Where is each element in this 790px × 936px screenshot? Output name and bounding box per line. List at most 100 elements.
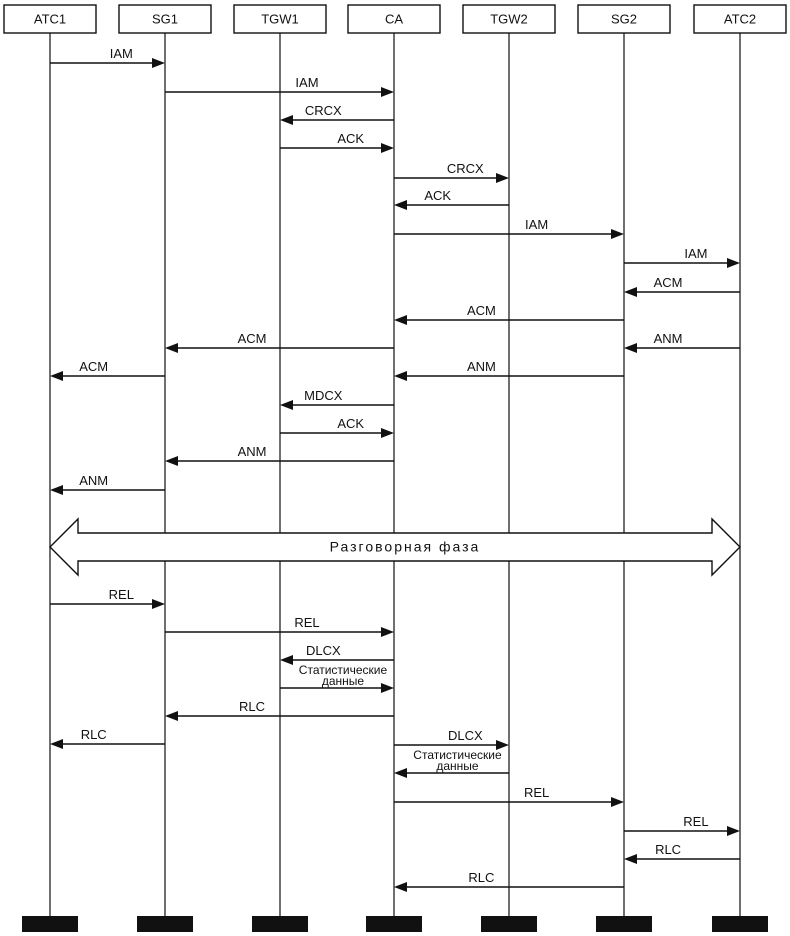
message-label: ACM	[79, 359, 108, 374]
message: IAM	[165, 75, 394, 97]
message-arrowhead	[727, 826, 740, 836]
message-arrowhead	[727, 258, 740, 268]
message: ANM	[394, 359, 624, 381]
participant-box-tgw2	[462, 4, 556, 34]
message-arrowhead	[381, 627, 394, 637]
message-arrowhead	[611, 797, 624, 807]
message-arrowhead	[381, 683, 394, 693]
participant-box-atc1	[3, 4, 97, 34]
message-arrowhead	[394, 882, 407, 892]
conversation-phase-arrow	[49, 517, 741, 577]
message-arrowhead	[152, 599, 165, 609]
message: ACM	[624, 275, 740, 297]
message: MDCX	[280, 388, 394, 410]
end-bar-atc2	[712, 916, 768, 932]
message-label: ACM	[467, 303, 496, 318]
message: CRCX	[280, 103, 394, 125]
message-label: ANM	[79, 473, 108, 488]
end-bar-sg1	[137, 916, 193, 932]
participant-label-atc1: ATC1	[34, 11, 66, 26]
message: ACM	[165, 331, 394, 353]
message-label: Статистические	[413, 748, 502, 762]
message: IAM	[624, 246, 740, 268]
message: RLC	[394, 870, 624, 892]
message: RLC	[624, 842, 740, 864]
message: IAM	[50, 46, 165, 68]
message-label: ACM	[238, 331, 267, 346]
message-arrowhead	[152, 58, 165, 68]
message-arrowhead	[50, 371, 63, 381]
conversation-phase: Разговорная фаза	[49, 517, 741, 577]
message-label: RLC	[468, 870, 494, 885]
message: RLC	[50, 727, 165, 749]
message: CRCX	[394, 161, 509, 183]
message: ACM	[50, 359, 165, 381]
message: ACK	[280, 416, 394, 438]
message-label: IAM	[110, 46, 133, 61]
message-label: DLCX	[448, 728, 483, 743]
message-label: ACK	[337, 416, 364, 431]
participant-label-sg1: SG1	[152, 11, 178, 26]
message-label: REL	[683, 814, 708, 829]
message-arrowhead	[394, 768, 407, 778]
end-bar-tgw2	[481, 916, 537, 932]
message-arrowhead	[624, 287, 637, 297]
message-label: Статистические	[299, 663, 388, 677]
participant-box-ca	[347, 4, 441, 34]
message: ACK	[394, 188, 509, 210]
lifelines	[49, 33, 741, 916]
message: DLCX	[280, 643, 394, 665]
message: ANM	[624, 331, 740, 353]
message: REL	[165, 615, 394, 637]
message-label: ANM	[238, 444, 267, 459]
conversation-phase-label: Разговорная фаза	[330, 539, 481, 555]
message-label: CRCX	[305, 103, 342, 118]
participant-box-sg1	[118, 4, 212, 34]
message: ANM	[50, 473, 165, 495]
lifeline-end-bars	[22, 916, 768, 932]
message-arrowhead	[394, 371, 407, 381]
message-label: REL	[109, 587, 134, 602]
message: DLCX	[394, 728, 509, 750]
message-label: RLC	[81, 727, 107, 742]
participant-box-tgw1	[233, 4, 327, 34]
message-label: ACM	[654, 275, 683, 290]
message-arrowhead	[394, 200, 407, 210]
message-arrowhead	[165, 343, 178, 353]
message-label: CRCX	[447, 161, 484, 176]
message: REL	[624, 814, 740, 836]
end-bar-sg2	[596, 916, 652, 932]
participant-box-atc2	[693, 4, 787, 34]
message: ANM	[165, 444, 394, 466]
message-arrowhead	[381, 143, 394, 153]
message-label: REL	[524, 785, 549, 800]
message-arrowhead	[381, 87, 394, 97]
message-arrowhead	[611, 229, 624, 239]
message-arrowhead	[165, 456, 178, 466]
message-label: ANM	[467, 359, 496, 374]
message-label: IAM	[684, 246, 707, 261]
message: ACM	[394, 303, 624, 325]
message-label: MDCX	[304, 388, 343, 403]
message-label: ACK	[424, 188, 451, 203]
message-label: данные	[436, 759, 479, 773]
message-label: REL	[294, 615, 319, 630]
message-label: ACK	[337, 131, 364, 146]
message: REL	[50, 587, 165, 609]
message-label: ANM	[654, 331, 683, 346]
end-bar-tgw1	[252, 916, 308, 932]
message-arrowhead	[280, 655, 293, 665]
participant-box-sg2	[577, 4, 671, 34]
message: ACK	[280, 131, 394, 153]
message-label: IAM	[525, 217, 548, 232]
message: IAM	[394, 217, 624, 239]
message-arrowhead	[381, 428, 394, 438]
message-label: RLC	[239, 699, 265, 714]
participant-label-tgw2: TGW2	[490, 11, 528, 26]
message-arrowhead	[165, 711, 178, 721]
message-label: DLCX	[306, 643, 341, 658]
participant-label-sg2: SG2	[611, 11, 637, 26]
